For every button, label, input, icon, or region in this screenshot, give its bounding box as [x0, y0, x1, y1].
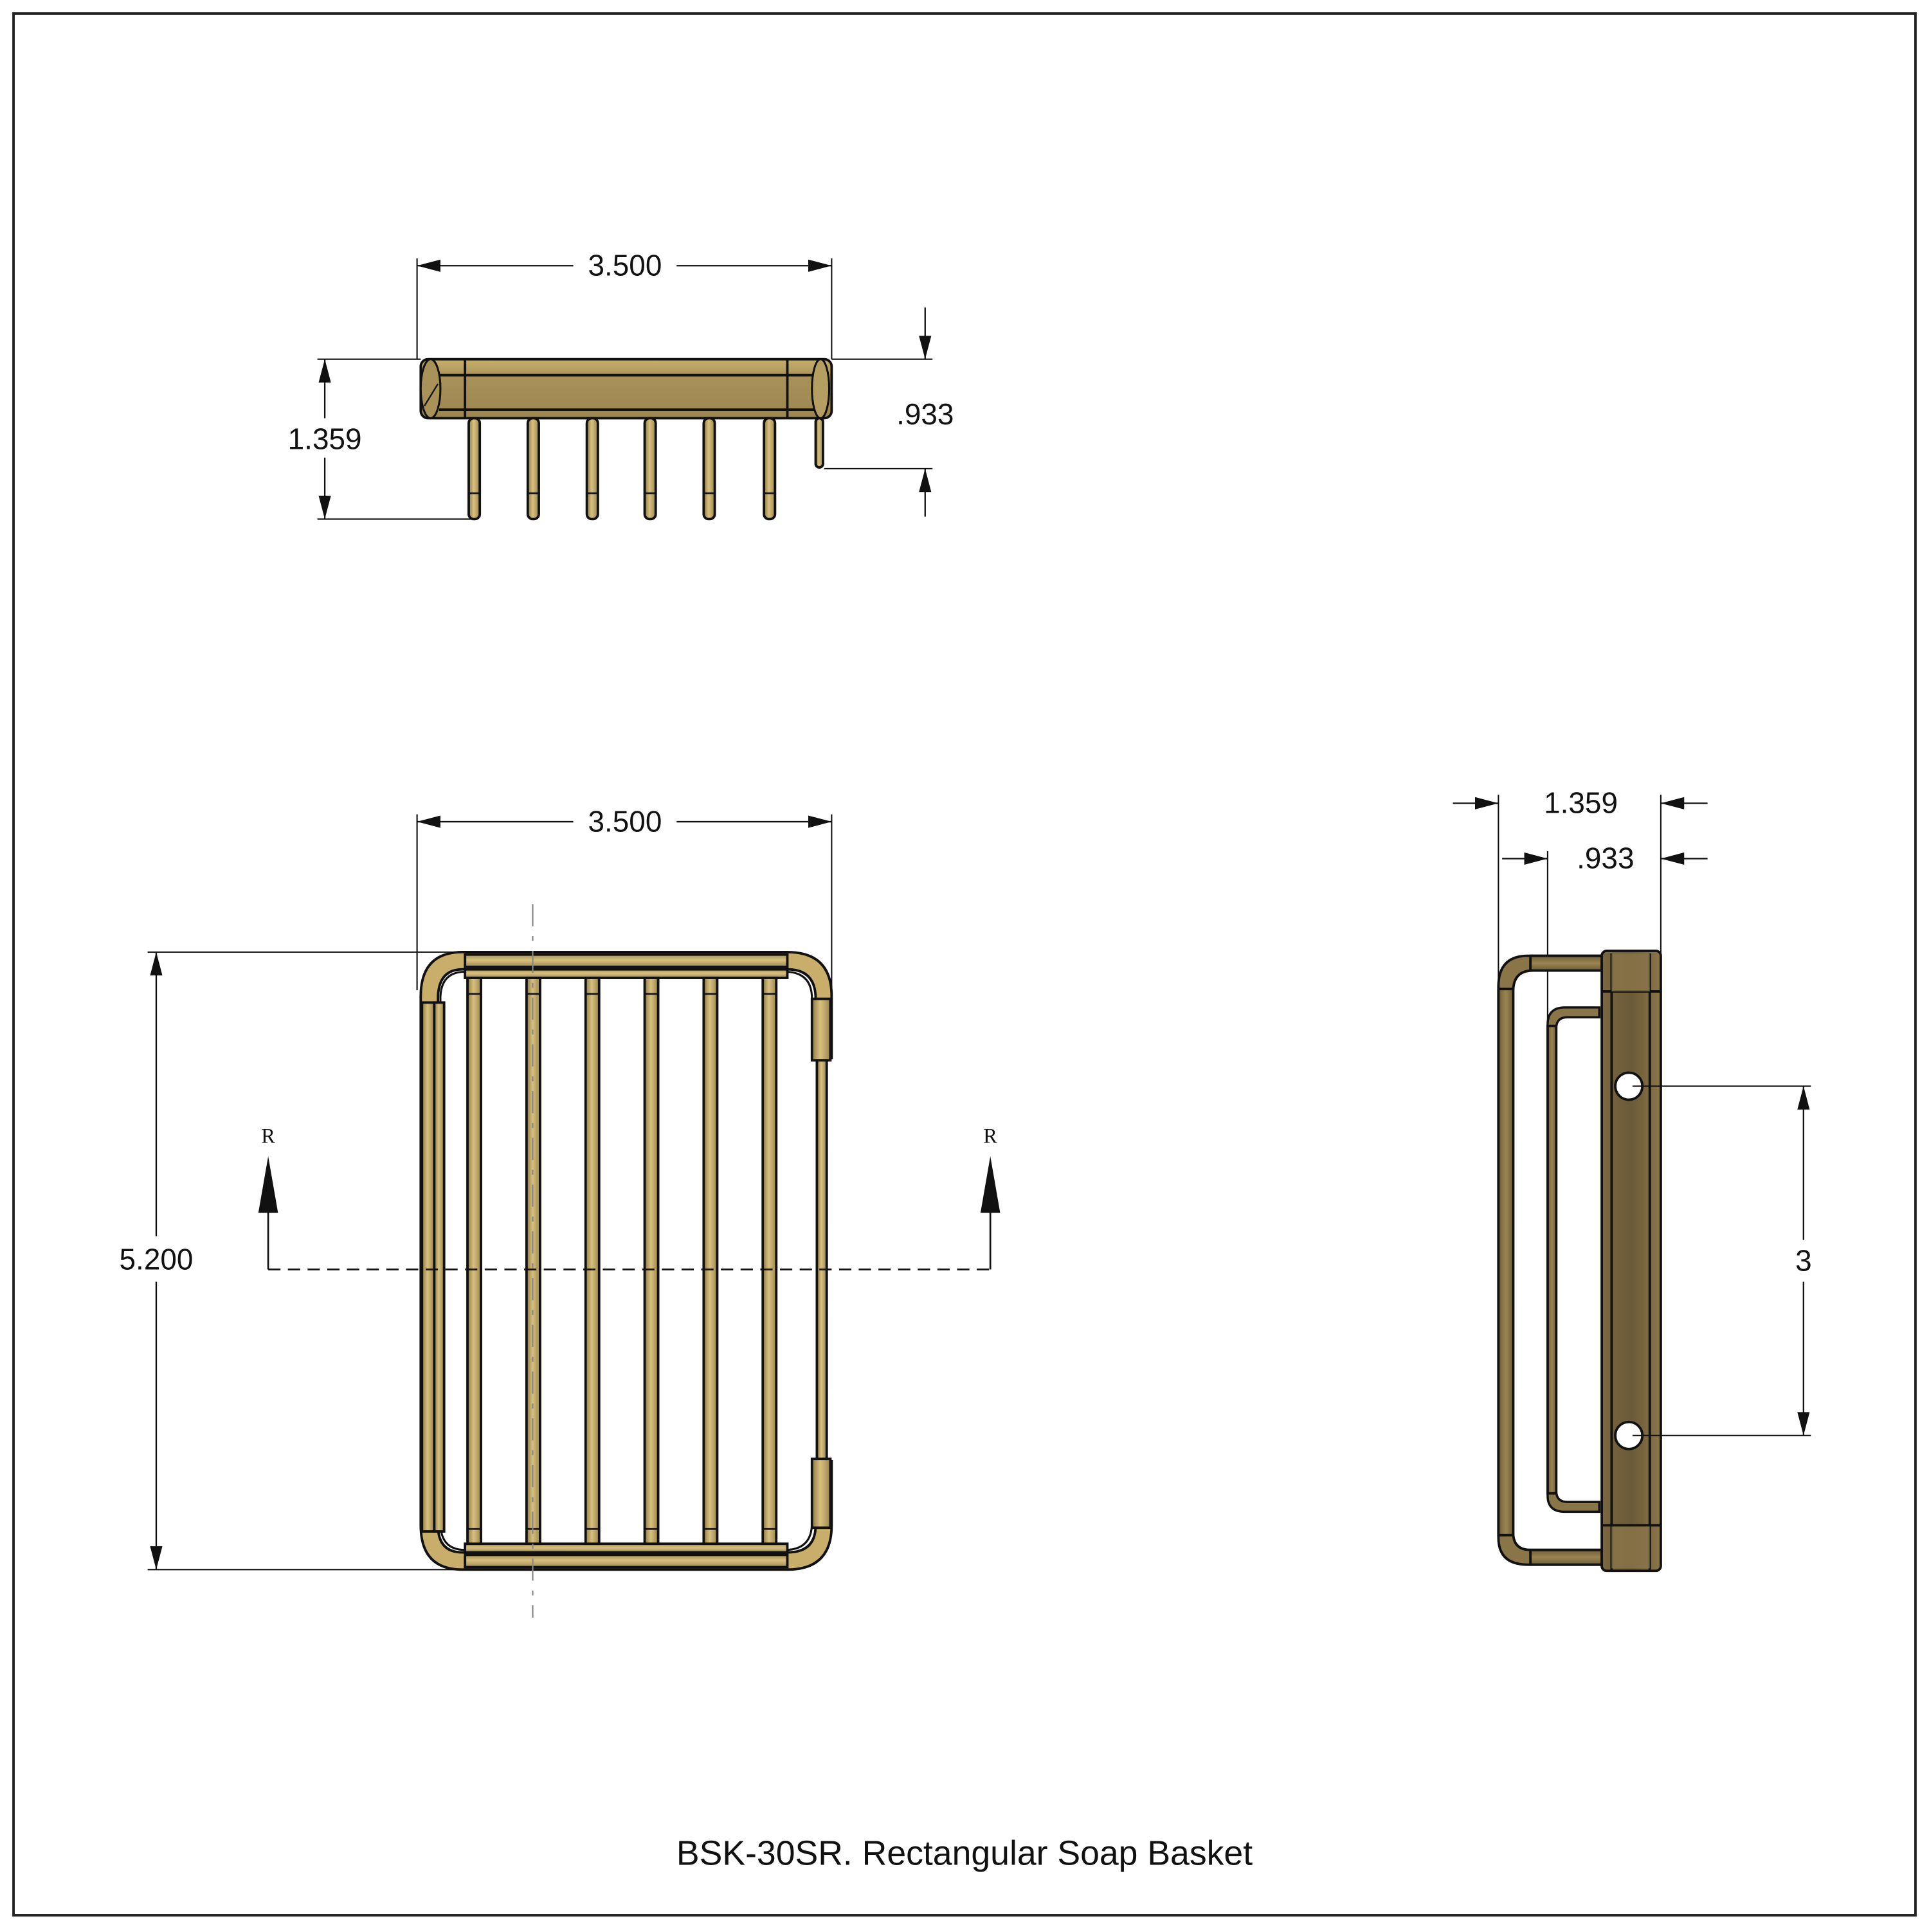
sheet-border [12, 12, 1917, 1917]
front-rods [466, 977, 778, 1546]
side-wall-plate [1600, 950, 1662, 1573]
front-height-dimension: 5.200 [120, 1242, 194, 1276]
top-view: 3.500 1.359 .933 [288, 249, 954, 521]
side-view: 1.359 .933 3 [1453, 786, 1812, 1573]
hole-spacing-dimension: 3 [1795, 1243, 1812, 1277]
drawing-title: BSK-30SR. Rectangular Soap Basket [676, 1835, 1253, 1873]
front-width-dimension: 3.500 [588, 804, 662, 838]
top-height-dimension: 1.359 [288, 422, 362, 455]
section-arrow-right-icon [980, 1156, 1001, 1213]
section-label-left: R [261, 1124, 275, 1148]
top-inner-dimension: .933 [896, 397, 954, 431]
section-line-r-r[interactable]: R R [258, 1124, 1001, 1270]
section-arrow-left-icon [258, 1156, 278, 1213]
front-view: 3.500 5.200 [120, 804, 1001, 1618]
top-width-dimension: 3.500 [588, 249, 662, 282]
section-label-right: R [983, 1124, 997, 1148]
top-rods [467, 417, 824, 521]
side-depth-dimension: 1.359 [1544, 786, 1618, 820]
side-inner-depth-dimension: .933 [1577, 842, 1634, 875]
